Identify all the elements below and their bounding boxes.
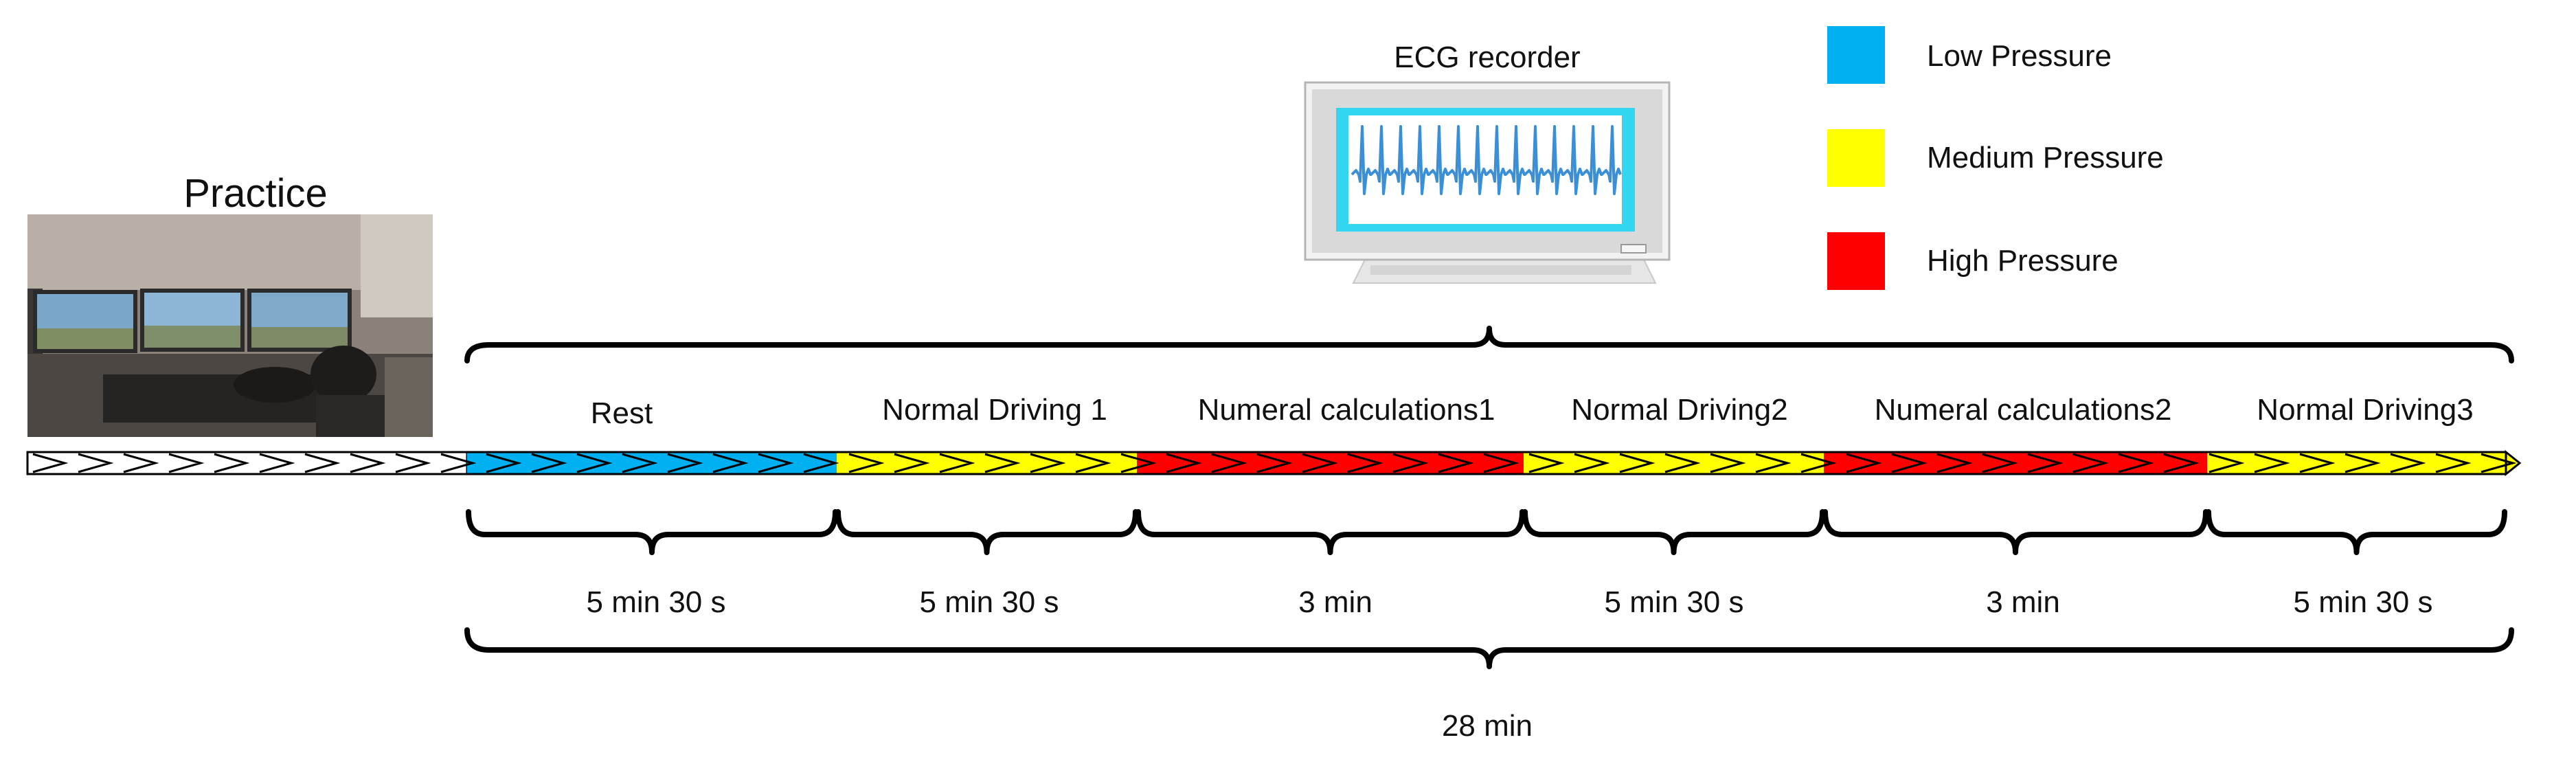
total-duration-label: 28 min <box>1441 709 1533 743</box>
phase-brace-5 <box>1822 509 2208 555</box>
phase-label-rest: Rest <box>590 396 653 430</box>
phase-brace-6 <box>2206 509 2507 555</box>
legend-swatch-medium <box>1827 129 1885 187</box>
practice-label: Practice <box>183 171 328 216</box>
phase-brace-1 <box>466 509 838 555</box>
duration-label-normal-driving-3: 5 min 30 s <box>2293 585 2433 619</box>
timeline-outline <box>27 451 2506 475</box>
overall-brace <box>464 326 2514 363</box>
legend-label-low: Low Pressure <box>1927 39 2112 73</box>
legend-label-medium: Medium Pressure <box>1927 141 2164 175</box>
phase-braces <box>466 509 2507 555</box>
ecg-recorder-label: ECG recorder <box>1394 41 1581 74</box>
duration-label-normal-driving-1: 5 min 30 s <box>919 585 1059 619</box>
duration-label-normal-driving-2: 5 min 30 s <box>1604 585 1744 619</box>
phase-label-numeral-calculations-1: Numeral calculations1 <box>1197 393 1495 427</box>
ecg-monitor-icon <box>1304 81 1671 284</box>
timeline-chevrons <box>32 453 2517 473</box>
timeline-segment-2 <box>837 452 1137 474</box>
timeline-segment-6 <box>2207 452 2506 474</box>
phase-label-normal-driving-3: Normal Driving3 <box>2257 393 2474 427</box>
phase-brace-2 <box>835 509 1138 555</box>
timeline-arrow-bar <box>26 449 2522 477</box>
legend-swatch-high <box>1827 232 1885 290</box>
phase-brace-4 <box>1522 509 1825 555</box>
phase-label-normal-driving-2: Normal Driving2 <box>1571 393 1788 427</box>
total-brace <box>464 627 2514 669</box>
duration-label-numeral-calculations-2: 3 min <box>1986 585 2060 619</box>
phase-label-numeral-calculations-2: Numeral calculations2 <box>1874 393 2172 427</box>
driving-simulator-photo <box>27 214 433 437</box>
timeline-segment-4 <box>1524 452 1824 474</box>
phase-brace-3 <box>1136 509 1525 555</box>
duration-label-numeral-calculations-1: 3 min <box>1298 585 1372 619</box>
duration-label-rest: 5 min 30 s <box>586 585 726 619</box>
legend-swatch-low <box>1827 26 1885 84</box>
legend-label-high: High Pressure <box>1927 244 2119 278</box>
phase-label-normal-driving-1: Normal Driving 1 <box>882 393 1107 427</box>
